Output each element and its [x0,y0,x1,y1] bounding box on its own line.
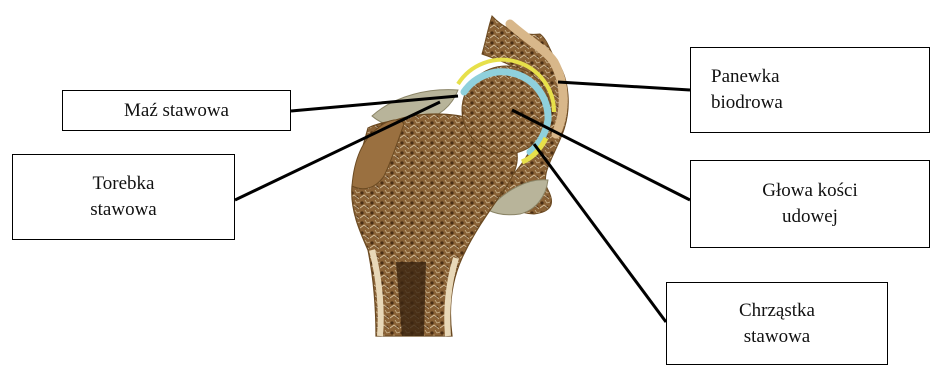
label-chrzastka-line-2: stawowa [744,324,810,350]
leader-line-chrzastka [534,144,666,322]
label-glowa-line-2: udowej [782,204,838,230]
label-maz-stawowa: Maź stawowa [62,90,291,131]
label-torebka-stawowa: Torebka stawowa [12,154,235,240]
label-panewka-line-1: Panewka [711,64,929,90]
label-panewka-line-2: biodrowa [711,90,929,116]
label-chrzastka-stawowa: Chrząstka stawowa [666,282,888,365]
label-glowa-kosci-udowej: Głowa kości udowej [690,160,930,248]
label-torebka-line-1: Torebka [93,171,155,197]
label-chrzastka-line-1: Chrząstka [739,298,815,324]
label-torebka-line-2: stawowa [90,197,156,223]
leader-line-panewka [558,82,690,90]
label-glowa-line-1: Głowa kości [762,178,858,204]
label-maz-line-1: Maź stawowa [124,98,229,124]
label-panewka-biodrowa: Panewka biodrowa [690,47,930,133]
